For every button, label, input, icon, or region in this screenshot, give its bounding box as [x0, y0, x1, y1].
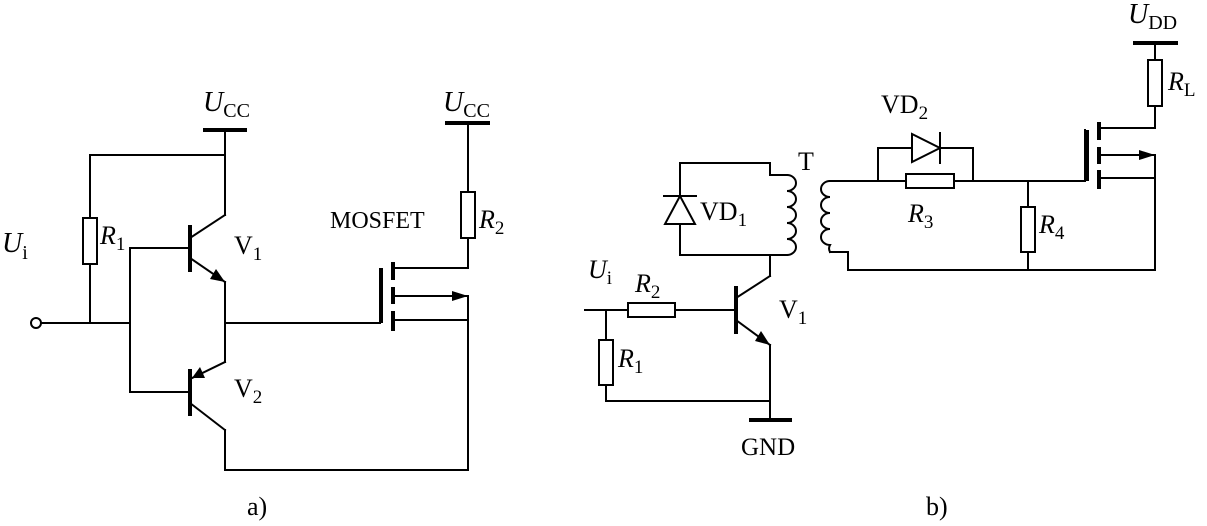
resistor-r1-b — [598, 339, 614, 386]
r1-label-b: R1 — [617, 344, 643, 378]
resistor-r4 — [1020, 206, 1036, 253]
transformer-secondary — [820, 179, 832, 254]
supply-label-b: UDD — [1128, 0, 1177, 34]
r4-label: R4 — [1038, 210, 1065, 244]
input-terminal — [30, 317, 42, 329]
v1-label-a: V1 — [234, 231, 262, 265]
input-label-a: Ui — [2, 228, 28, 264]
transistor-v1-b — [734, 274, 772, 347]
transformer-primary — [785, 173, 797, 257]
supply-label-left: UCC — [203, 87, 250, 122]
v2-label-a: V2 — [234, 374, 262, 408]
resistor-r1 — [82, 217, 98, 265]
diode-vd1 — [663, 193, 697, 225]
mosfet-a — [379, 262, 469, 471]
transformer-label: T — [798, 147, 814, 176]
r2-label-a: R2 — [478, 205, 504, 239]
r2-label-b: R2 — [634, 269, 660, 303]
supply-label-right: UCC — [443, 87, 490, 122]
vd2-label: VD2 — [881, 90, 928, 124]
resistor-r2-b — [627, 302, 676, 318]
mosfet-b — [1085, 122, 1156, 271]
panel-a: UCC UCC Ui R1 V1 V2 MOSFET R2 a) — [2, 87, 504, 521]
r1-label-a: R1 — [99, 221, 125, 255]
mosfet-label: MOSFET — [330, 208, 425, 234]
diode-vd2 — [911, 132, 943, 164]
vd1-label: VD1 — [700, 197, 747, 231]
ground-label: GND — [741, 434, 795, 461]
transistor-v1 — [188, 213, 227, 284]
transistor-v2 — [188, 360, 227, 432]
panel-b: UDD RL VD2 R3 R4 T VD1 Ui R2 R1 V1 GND b… — [584, 0, 1196, 521]
v1-label-b: V1 — [779, 295, 807, 329]
input-label-b: Ui — [588, 255, 612, 289]
rl-label: RL — [1167, 67, 1196, 101]
caption-a: a) — [247, 492, 267, 521]
caption-b: b) — [926, 492, 948, 521]
r3-label: R3 — [907, 199, 933, 233]
resistor-rl — [1147, 59, 1163, 107]
resistor-r3 — [905, 173, 955, 189]
resistor-r2 — [460, 191, 476, 239]
